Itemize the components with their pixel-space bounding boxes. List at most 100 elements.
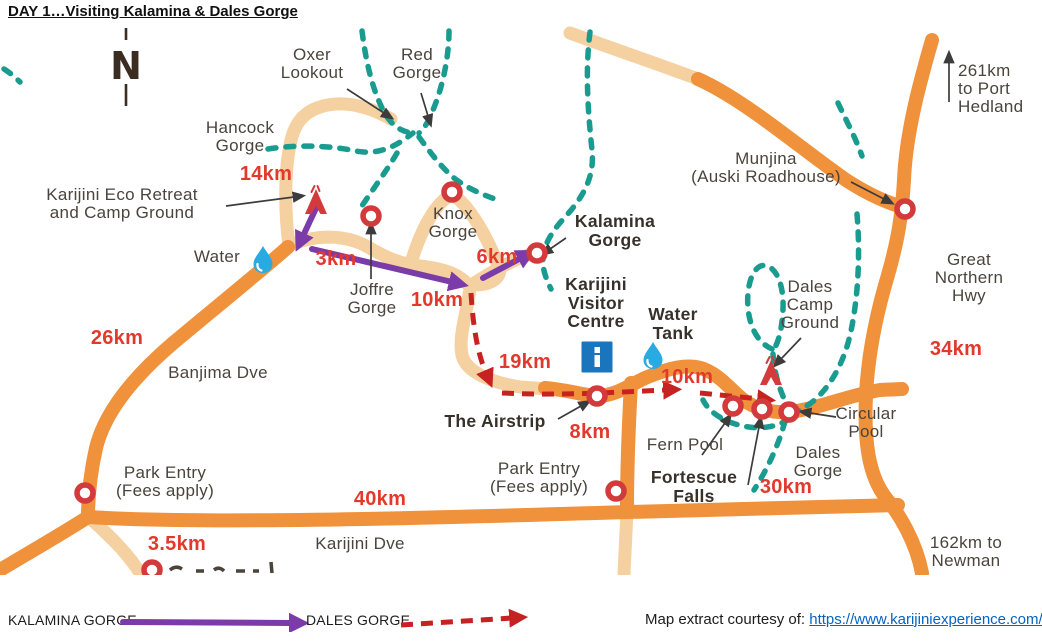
distance-19km: 19km (498, 351, 552, 373)
road-south-continuation (617, 505, 634, 575)
label-the-airstrip: The Airstrip (444, 411, 546, 431)
gorge-red-upper (416, 28, 452, 136)
distance-40km: 40km (353, 488, 407, 510)
fern-pool-arrow (701, 413, 733, 456)
label-water: Water (193, 247, 241, 266)
road-south-stub (85, 513, 147, 575)
credit-text: Map extract courtesy of: (645, 611, 806, 628)
banjima-dve-road (81, 240, 295, 524)
gorge-joffre (355, 150, 400, 215)
label-karijini-dve: Karijini Dve (315, 534, 405, 553)
page-title: DAY 1…Visiting Kalamina & Dales Gorge (8, 3, 298, 20)
water-tank-droplet-icon (641, 340, 665, 370)
credit-link[interactable]: https://www.karijiniexperience.com/ (809, 611, 1042, 628)
svg-text:N: N (110, 44, 142, 88)
park-entry-south-marker (603, 478, 630, 505)
gorge-dales-east (790, 211, 862, 416)
distance-14km: 14km (239, 163, 293, 185)
distance-6km: 6km (476, 246, 518, 268)
banjima-sw-exit-road (0, 510, 95, 575)
legend-kalamina-label: KALAMINA GORGE (8, 612, 137, 628)
label-park-entry-south: Park Entry(Fees apply) (489, 459, 589, 497)
clipped-bottom-marker (139, 557, 166, 575)
visitor-centre-info-icon (581, 341, 613, 373)
compass-north-icon: N (104, 26, 148, 108)
gorge-munjina-upper (835, 100, 865, 159)
joffre-gorge-marker (358, 203, 385, 230)
road-munjina-west (563, 26, 705, 86)
distance-26km: 26km (90, 327, 144, 349)
dales-route-segment-1 (468, 292, 494, 388)
gorge-dales-loop (744, 262, 786, 354)
road-knox-loop (403, 187, 506, 292)
park-entry-west-marker (72, 480, 99, 507)
label-park-entry-west: Park Entry(Fees apply) (115, 463, 215, 501)
legend-dales-label: DALES GORGE (306, 612, 411, 628)
knox-gorge-marker (439, 179, 466, 206)
distance-10km-dales: 10km (660, 366, 714, 388)
distance-30km: 30km (759, 476, 813, 498)
annotation-arrows (225, 49, 955, 486)
circular-pool-marker (776, 399, 803, 426)
road-to-oxer-lookout (279, 97, 398, 253)
munjina-marker (892, 196, 919, 223)
distance-3-5km: 3.5km (147, 533, 207, 555)
gorge-left-edge (1, 66, 23, 85)
distance-3km: 3km (315, 248, 357, 270)
kalamina-route-segment-3 (480, 249, 537, 281)
route-kalamina (295, 203, 537, 292)
kalamina-route-segment-1 (295, 203, 320, 252)
park-entry-south-road (620, 376, 638, 515)
airstrip-arrow (557, 399, 592, 420)
gorge-hancock (265, 130, 416, 155)
map-credit: Map extract courtesy of: https://www.kar… (645, 611, 1042, 628)
munjina-arrow (850, 181, 895, 205)
circular-pool-arrow (797, 407, 837, 419)
munjina-road (691, 72, 911, 215)
oxer-lookout-arrow (346, 88, 395, 120)
kalamina-gorge-arrow (539, 237, 567, 256)
legend-dales-arrow (400, 608, 529, 628)
fortescue-falls-arrow (747, 414, 765, 486)
label-munjina: Munjina(Auski Roadhouse) (691, 149, 841, 187)
road-to-airstrip (454, 280, 555, 396)
fern-pool-marker (720, 393, 747, 420)
airstrip-marker (584, 383, 611, 410)
kalamina-gorge-marker (524, 240, 551, 267)
eco-retreat-tent-icon (300, 184, 332, 218)
fortescue-falls-marker (749, 396, 776, 423)
label-fern-pool: Fern Pool (646, 435, 724, 454)
distance-34km: 34km (929, 338, 983, 360)
eco-retreat-arrow (225, 191, 307, 207)
gorge-red-lower (416, 134, 498, 202)
dales-camp-tent-icon (755, 355, 787, 389)
gorge-fern-pool (700, 397, 792, 431)
great-northern-hwy-road (858, 33, 939, 575)
gorge-kalamina (540, 29, 596, 292)
dales-camp-arrow (772, 337, 802, 368)
label-banjima-dve: Banjima Dve (168, 363, 268, 382)
karijini-dve-road (81, 498, 905, 528)
distance-10km-joffre: 10km (410, 289, 464, 311)
water-droplet-icon (251, 244, 275, 274)
distance-8km: 8km (569, 421, 611, 443)
legend-kalamina-arrow (120, 612, 310, 632)
